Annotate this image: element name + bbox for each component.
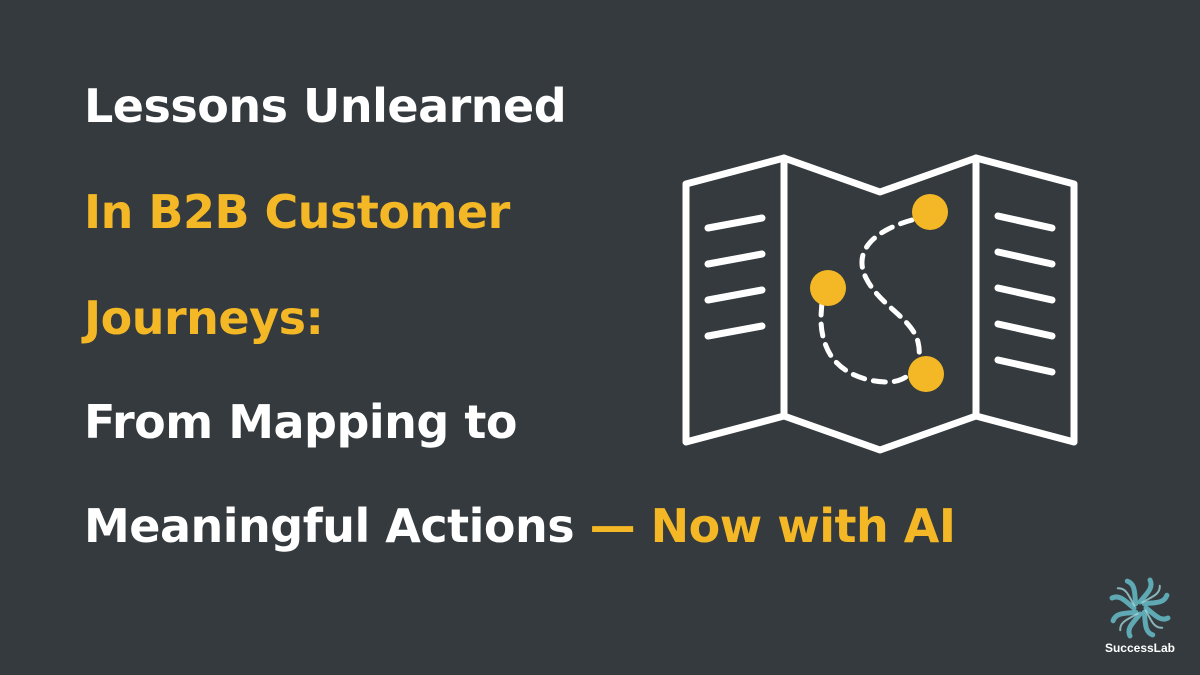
map-text-line (994, 320, 1056, 340)
folded-map-icon (682, 154, 1078, 454)
headline-line-3: Journeys: (84, 291, 324, 345)
headline-line-5: Meaningful Actions — Now with AI (84, 498, 956, 554)
swirl-flower-logo-icon (1109, 577, 1171, 639)
headline-line-5-accent: — Now with AI (589, 499, 956, 553)
headline-line-1: Lessons Unlearned (84, 79, 567, 133)
map-text-line (994, 356, 1056, 376)
successlab-logo: SuccessLab (1098, 577, 1182, 665)
map-text-line (704, 286, 766, 304)
logo-wordmark: SuccessLab (1104, 641, 1176, 655)
map-text-line (704, 214, 766, 232)
map-pin (810, 270, 846, 306)
headline-line-5-white: Meaningful Actions (84, 499, 590, 553)
map-text-line (994, 248, 1056, 268)
headline-line-4: From Mapping to (84, 395, 517, 449)
map-pin (912, 194, 948, 230)
map-text-line (704, 250, 766, 268)
map-pin (908, 356, 944, 392)
map-text-line (994, 212, 1056, 232)
map-text-line (704, 322, 766, 340)
headline-line-2: In B2B Customer (84, 185, 510, 239)
map-text-line (994, 284, 1056, 304)
map-outline (682, 154, 1078, 454)
